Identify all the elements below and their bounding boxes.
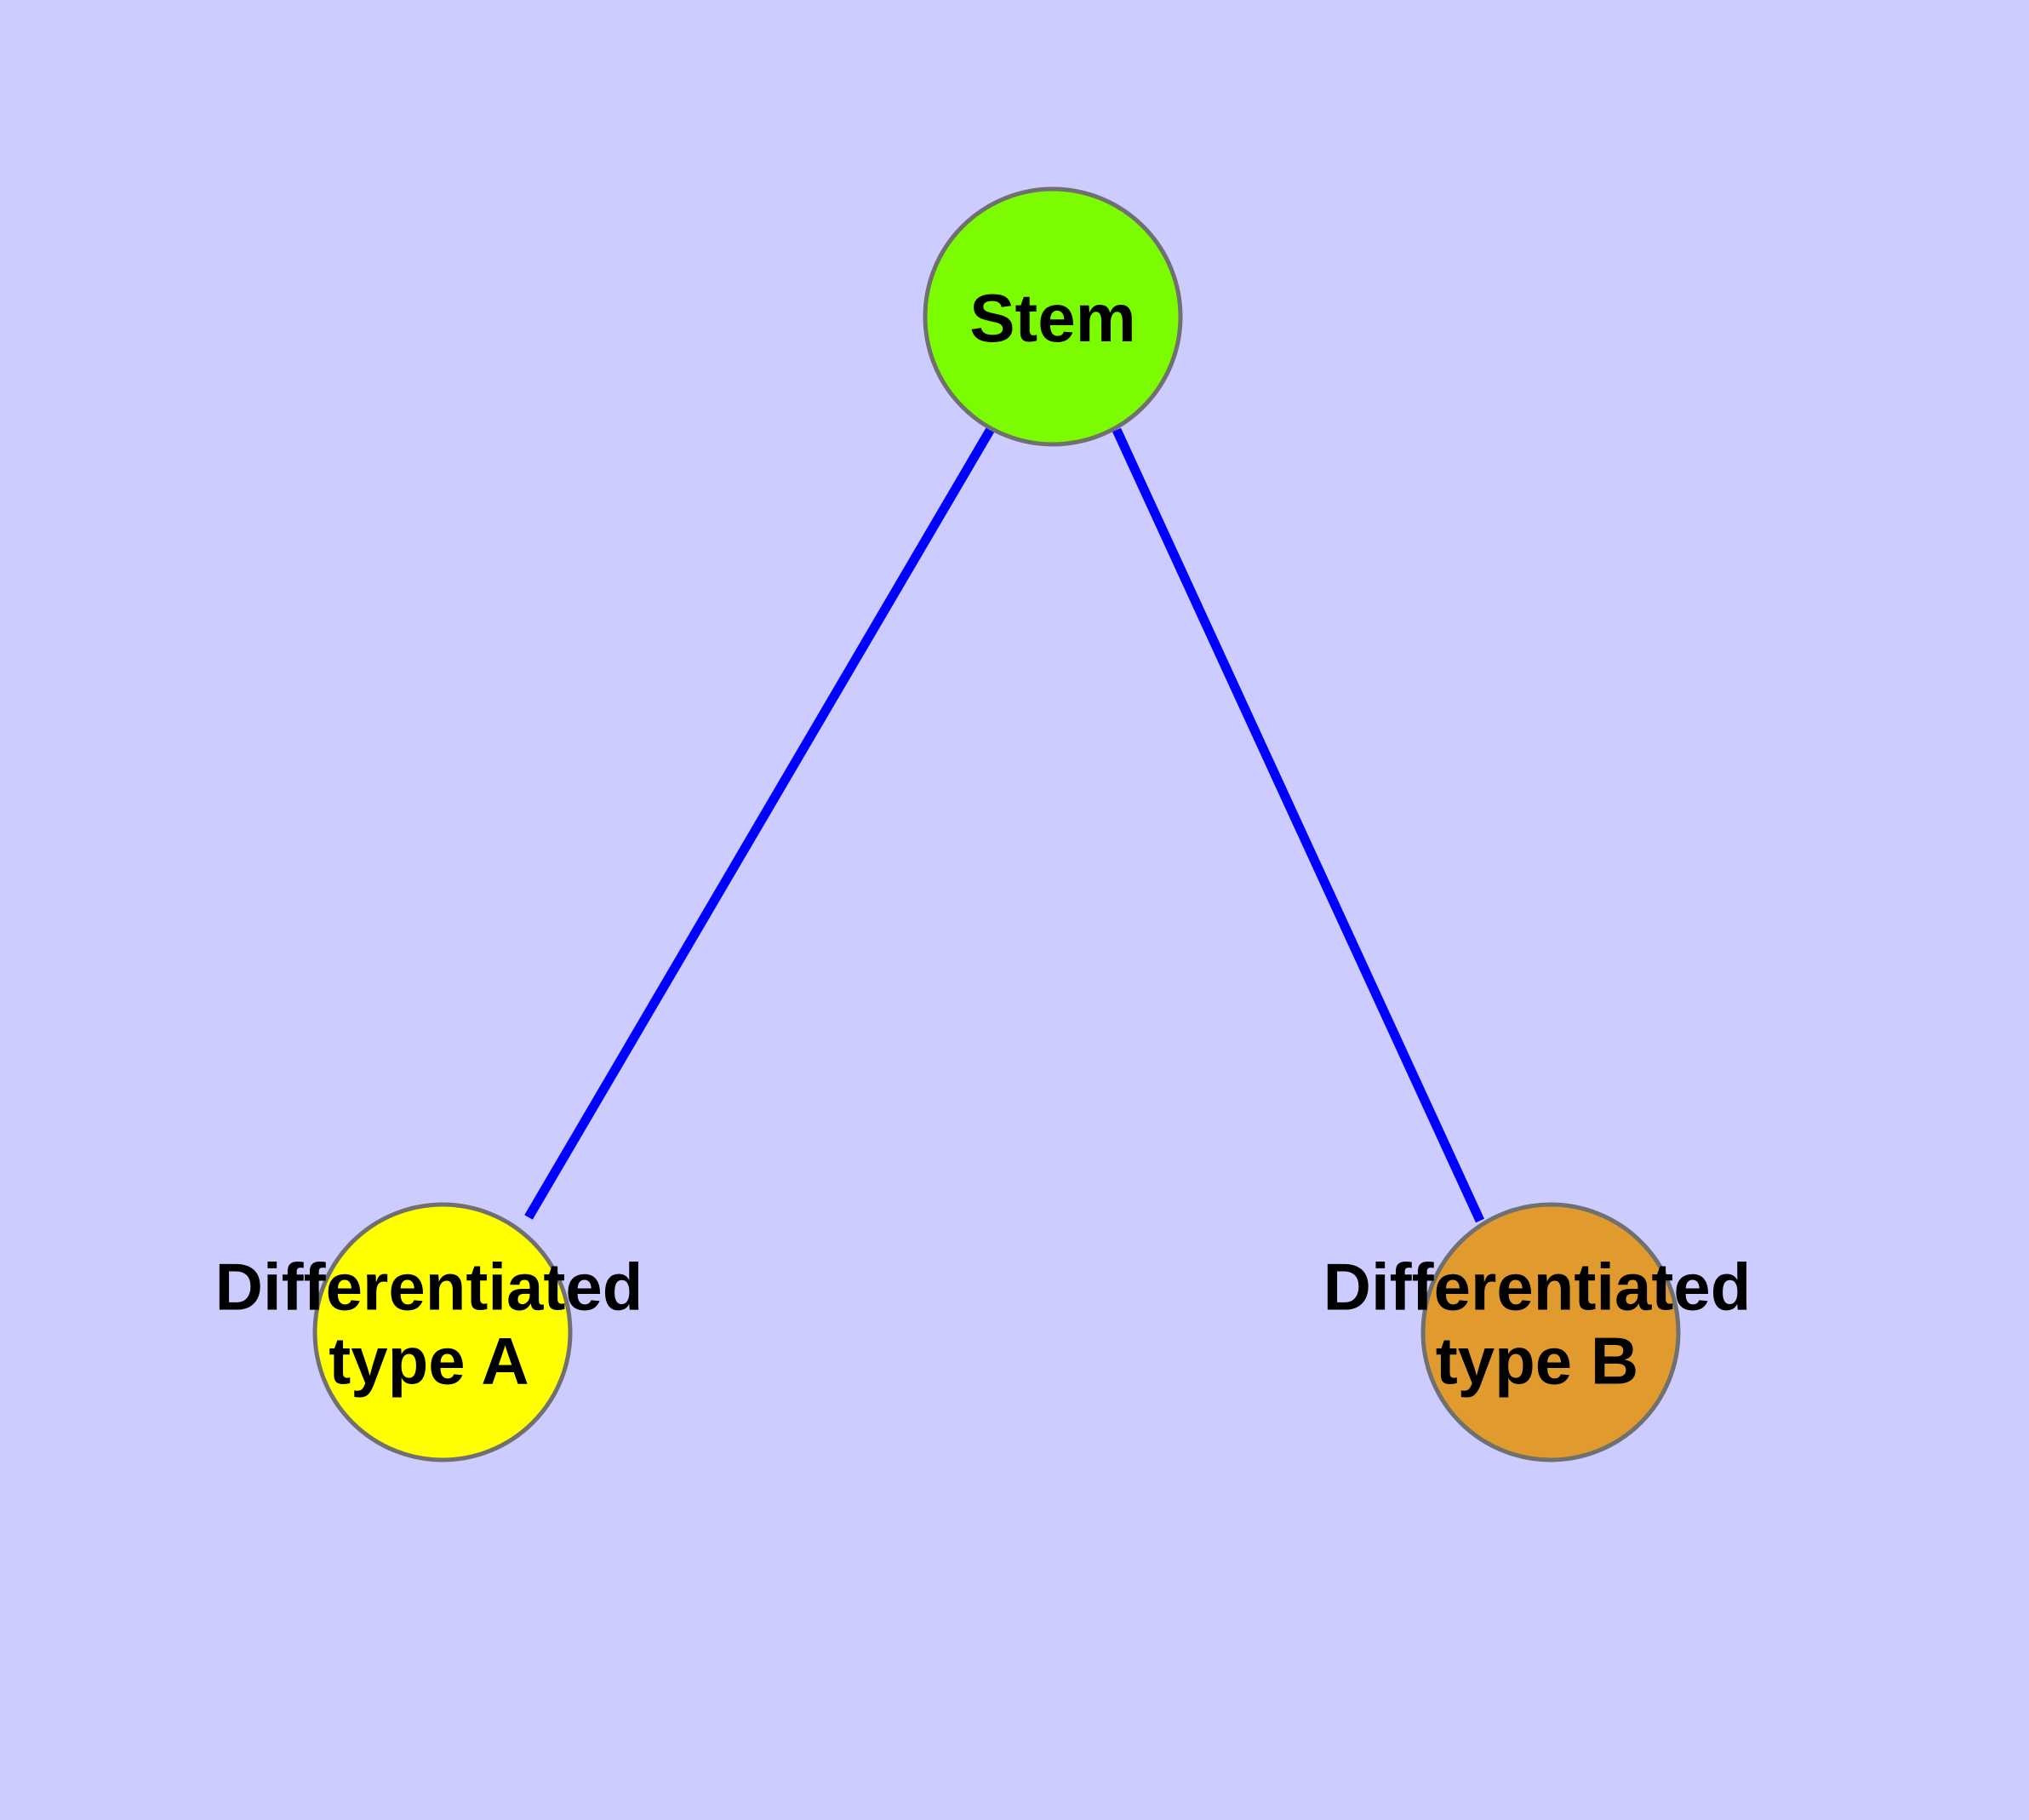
node-circle-diff-b[interactable] — [1420, 1202, 1681, 1462]
edge-stem-to-diff-b — [1112, 427, 1484, 1223]
node-circle-diff-a[interactable] — [312, 1202, 573, 1462]
node-circle-stem[interactable] — [923, 186, 1183, 447]
edge-layer — [524, 426, 1484, 1223]
edge-stem-to-diff-a — [524, 426, 995, 1220]
node-layer — [312, 186, 1681, 1462]
